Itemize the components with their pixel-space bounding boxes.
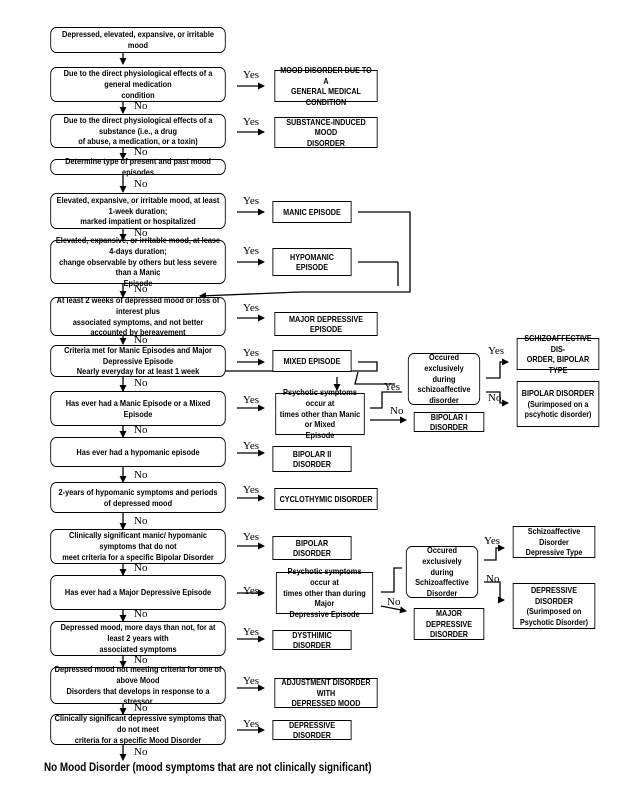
outcome-substance-induced: SUBSTANCE-INDUCED MOOD DISORDER — [274, 117, 378, 148]
yes-label: Yes — [243, 302, 260, 314]
question-general-medical: Due to the direct physiological effects … — [50, 67, 226, 102]
outcome-depressive-disorder: DEPRESSIVE DISORDER — [272, 720, 352, 740]
yes-label: Yes — [243, 440, 260, 452]
outcome-medical-condition: MOOD DISORDER DUE TO A GENERAL MEDICAL C… — [274, 65, 378, 107]
question-hypomanic-history: Has ever had a hypomanic episode — [50, 437, 226, 467]
no-label: No — [134, 146, 148, 158]
outcome-adjustment-disorder: ADJUSTMENT DISORDER WITH DEPRESSED MOOD — [274, 677, 378, 708]
outcome-manic-episode: MANIC EPISODE — [272, 201, 352, 223]
yes-label: Yes — [243, 69, 260, 81]
no-label: No — [387, 596, 401, 608]
question-schizoaffective-depressive: Occured exclusively during Schizoaffecti… — [405, 545, 479, 598]
no-label: No — [134, 334, 148, 346]
question-manic-criteria: Elevated, expansive, or irritable mood, … — [50, 193, 226, 229]
yes-label: Yes — [243, 626, 260, 638]
no-label: No — [134, 515, 148, 527]
yes-label: Yes — [243, 394, 260, 406]
outcome-bipolar-disorder: BIPOLAR DISORDER — [272, 536, 352, 560]
no-label: No — [134, 178, 148, 190]
yes-label: Yes — [384, 381, 401, 393]
outcome-depressive-superimposed: DEPRESSIVE DISORDER (Surimposed on Psych… — [512, 583, 596, 629]
question-depressive-criteria: At least 2 weeks of depressed mood or lo… — [50, 295, 226, 337]
no-label: No — [134, 702, 148, 714]
question-depressed-mood: Depressed, elevated, expansive, or irrit… — [50, 27, 226, 53]
question-mde-history: Has ever had a Major Depressive Episode — [50, 575, 226, 610]
outcome-mixed-episode: MIXED EPISODE — [272, 350, 352, 372]
question-episode-type: Determine type of present and past mood … — [50, 156, 226, 177]
question-dysthymic: Depressed mood, more days than not, for … — [50, 621, 226, 656]
outcome-bipolar-ii: BIPOLAR II DISORDER — [272, 446, 352, 472]
outcome-major-depressive-disorder: MAJOR DEPRESSIVE DISORDER — [413, 608, 485, 640]
yes-label: Yes — [243, 718, 260, 730]
no-label: No — [134, 283, 148, 295]
outcome-hypomanic-episode: HYPOMANIC EPISODE — [272, 248, 352, 276]
no-label: No — [390, 405, 404, 417]
yes-label: Yes — [243, 531, 260, 543]
yes-label: Yes — [243, 116, 260, 128]
question-substance: Due to the direct physiological effects … — [50, 114, 226, 148]
no-label: No — [486, 573, 500, 585]
no-label: No — [134, 746, 148, 758]
outcome-schizoaffective-bipolar: SCHIZOAFFECTIVE DIS- ORDER, BIPOLAR TYPE — [516, 333, 600, 375]
no-label: No — [134, 608, 148, 620]
outcome-major-depressive-episode: MAJOR DEPRESSIVE EPISODE — [274, 312, 378, 336]
outcome-cyclothymic: CYCLOTHYMIC DISORDER — [274, 488, 378, 510]
question-psychotic-manic: Psychotic symptoms occur at times other … — [275, 387, 365, 440]
question-mixed-criteria: Criteria met for Manic Episodes and Majo… — [50, 345, 226, 377]
no-label: No — [134, 654, 148, 666]
no-label: No — [134, 227, 148, 239]
yes-label: Yes — [243, 195, 260, 207]
question-manic-history: Has ever had a Manic Episode or a Mixed … — [50, 391, 226, 426]
outcome-dysthimic: DYSTHIMIC DISORDER — [272, 630, 352, 650]
outcome-bipolar-i: BIPOLAR I DISORDER — [413, 412, 485, 432]
yes-label: Yes — [243, 347, 260, 359]
question-psychotic-depressive: Psychotic symptoms occur at times other … — [275, 566, 374, 619]
no-label: No — [488, 392, 502, 404]
question-hypomanic-criteria: Elevated, expansive, or irritable mood, … — [50, 235, 226, 288]
question-adjustment: Depressed mood not meeting criteria for … — [50, 664, 226, 706]
no-label: No — [134, 377, 148, 389]
yes-label: Yes — [243, 585, 260, 597]
no-label: No — [134, 469, 148, 481]
yes-label: Yes — [484, 535, 501, 547]
yes-label: Yes — [488, 345, 505, 357]
yes-label: Yes — [243, 484, 260, 496]
question-schizoaffective-bipolar: Occured exclusively during schizoaffecti… — [407, 352, 481, 405]
question-cyclothymic: 2-years of hypomanic symptoms and period… — [50, 482, 226, 513]
question-bipolar-nos: Clinically significant manic/ hypomanic … — [50, 529, 226, 564]
outcome-bipolar-superimposed: BIPOLAR DISORDER (Surimposed on a pscyho… — [516, 381, 600, 427]
no-label: No — [134, 562, 148, 574]
question-depressive-nos: Clinically significant depressive sympto… — [50, 713, 226, 745]
no-label: No — [134, 424, 148, 436]
outcome-schizoaffective-depressive: Schizoaffective Disorder Depressive Type — [512, 526, 596, 558]
no-mood-disorder-label: No Mood Disorder (mood symptoms that are… — [44, 762, 372, 774]
yes-label: Yes — [243, 245, 260, 257]
no-label: No — [134, 100, 148, 112]
yes-label: Yes — [243, 675, 260, 687]
